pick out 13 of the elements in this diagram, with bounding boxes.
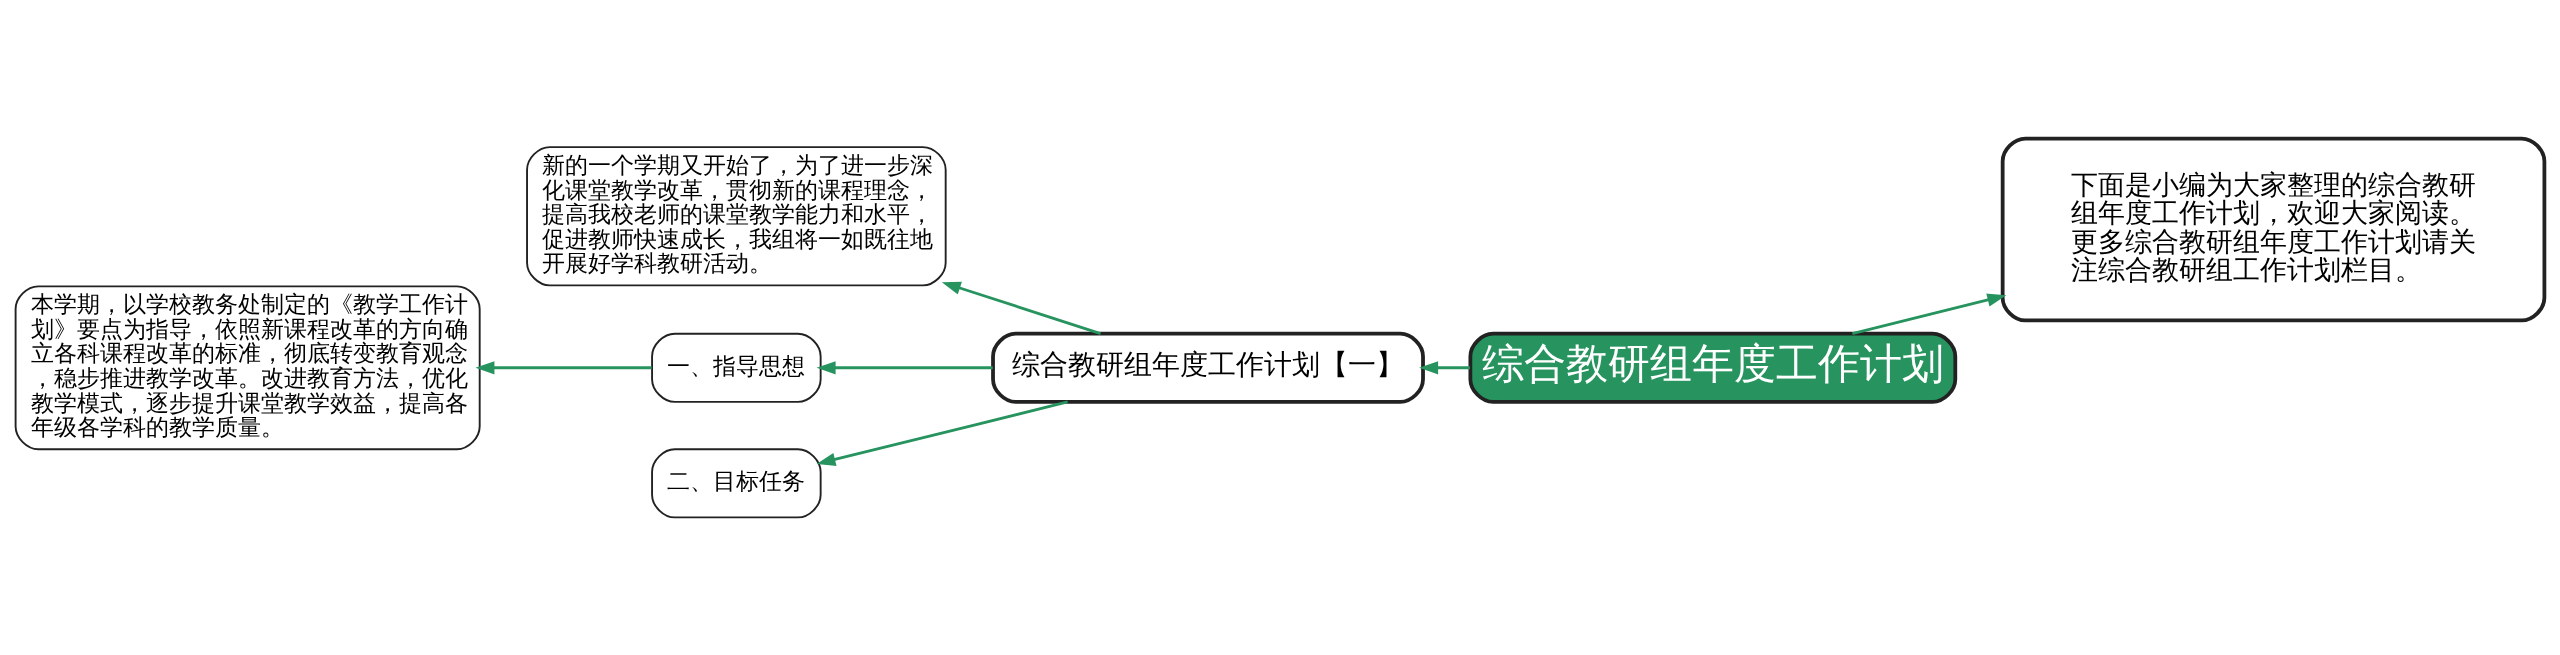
node-box: 新的一个学期又开始了，为了进一步深化课堂教学改革，贯彻新的课程理念，提高我校老师的课堂教学能力和水平，促进教师快速成长，我组将一如既往地开展好学科教研活动。 (526, 145, 947, 286)
node-box: 综合教研组年度工作计划【一】 (991, 331, 1425, 404)
node-box: 综合教研组年度工作计划 (1468, 331, 1958, 404)
node-box: 下面是小编为大家整理的综合教研组年度工作计划，欢迎大家阅读。更多综合教研组年度工作计划请关注综合教研组工作计划栏目。 (2000, 136, 2547, 322)
arrow (1852, 293, 2007, 335)
arrow (1419, 360, 1470, 374)
arrow (816, 400, 1068, 466)
node-box: 一、指导思想 (651, 332, 822, 403)
node-box: 二、目标任务 (651, 447, 822, 518)
node-box: 本学期，以学校教务处制定的《教学工作计划》要点为指导，依照新课程改革的方向确立各科课程改革的标准，彻底转变教育观念，稳步推进教学改革。改进教育方法，优化教学模式，逐步提升课堂教学效益，提高各年级各学科的教学质量。 (14, 284, 481, 450)
arrow (475, 360, 652, 374)
arrow (941, 281, 1101, 335)
arrow (816, 360, 993, 374)
